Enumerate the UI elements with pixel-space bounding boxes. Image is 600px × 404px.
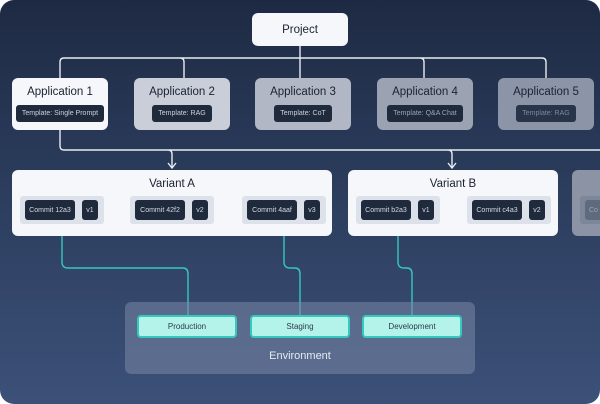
template-badge: Template: RAG: [152, 105, 212, 122]
variant-a[interactable]: Variant A Commit 12a3 v1 Commit 42f2 v2 …: [12, 170, 332, 236]
variant-ghost: Co: [572, 170, 600, 236]
version-badge: v1: [82, 200, 98, 220]
env-production[interactable]: Production: [137, 315, 237, 338]
commit-group[interactable]: Commit 42f2 v2: [130, 196, 214, 224]
project-node[interactable]: Project: [252, 13, 348, 46]
template-badge: Template: Q&A Chat: [387, 105, 463, 122]
environment-label: Environment: [269, 350, 331, 362]
application-node-1[interactable]: Application 1 Template: Single Prompt: [12, 78, 108, 130]
application-node-5[interactable]: Application 5 Template: RAG: [498, 78, 594, 130]
commit-group[interactable]: Commit b2a3 v1: [356, 196, 440, 224]
environment-panel: Production Staging Development Environme…: [125, 302, 475, 374]
version-badge: v2: [529, 200, 545, 220]
version-badge: v1: [418, 200, 434, 220]
commit-id: Commit b2a3: [361, 200, 411, 220]
commit-group[interactable]: Commit 4aaf v3: [242, 196, 326, 224]
commit-id: Commit 12a3: [25, 200, 75, 220]
commit-group[interactable]: Commit c4a3 v2: [467, 196, 551, 224]
template-badge: Template: Single Prompt: [15, 105, 105, 122]
commit-id: Commit c4a3: [472, 200, 522, 220]
application-title: Application 3: [270, 86, 336, 98]
commit-id: Co: [585, 200, 600, 220]
template-badge: Template: RAG: [516, 105, 576, 122]
commit-id: Commit 42f2: [135, 200, 185, 220]
variant-b[interactable]: Variant B Commit b2a3 v1 Commit c4a3 v2: [348, 170, 558, 236]
variant-title: Variant B: [429, 178, 477, 190]
project-label: Project: [282, 23, 318, 36]
application-title: Application 1: [27, 86, 93, 98]
application-node-4[interactable]: Application 4 Template: Q&A Chat: [377, 78, 473, 130]
version-badge: v2: [192, 200, 208, 220]
application-title: Application 2: [149, 86, 215, 98]
commit-group[interactable]: Commit 12a3 v1: [20, 196, 104, 224]
version-badge: v3: [304, 200, 320, 220]
variant-title: Variant A: [149, 178, 195, 190]
template-badge: Template: CoT: [274, 105, 332, 122]
application-title: Application 4: [392, 86, 458, 98]
application-node-2[interactable]: Application 2 Template: RAG: [134, 78, 230, 130]
commit-group: Co: [580, 196, 600, 224]
application-node-3[interactable]: Application 3 Template: CoT: [255, 78, 351, 130]
application-title: Application 5: [513, 86, 579, 98]
commit-id: Commit 4aaf: [247, 200, 297, 220]
env-development[interactable]: Development: [362, 315, 462, 338]
env-staging[interactable]: Staging: [250, 315, 350, 338]
